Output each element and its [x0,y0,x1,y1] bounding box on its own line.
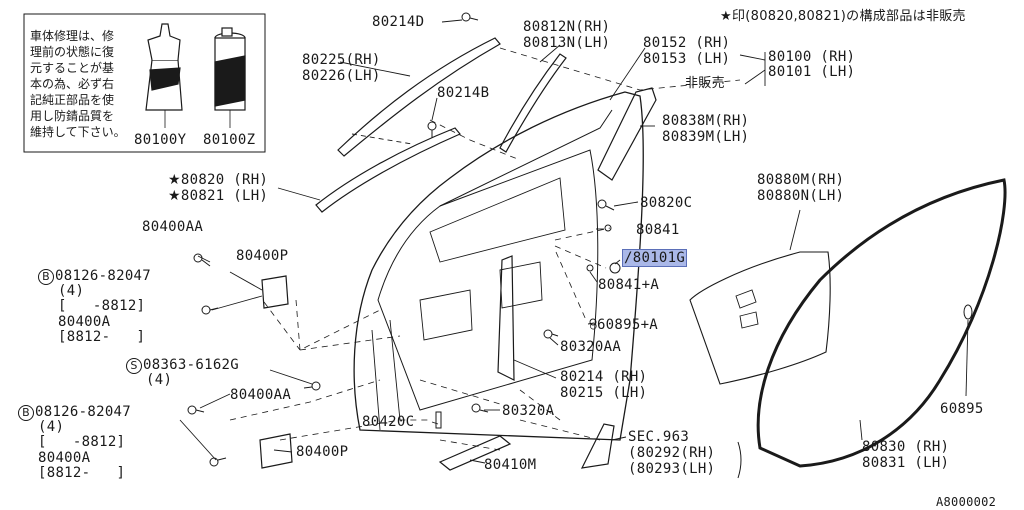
part-80214B[interactable]: 80214B [437,85,490,101]
part-80400A-bottom[interactable]: 80400A [38,450,91,466]
part-80841A[interactable]: 80841+A [598,277,660,293]
part-80812N[interactable]: 80812N(RH) [523,19,611,35]
leader-lines [179,19,969,464]
part-80214-rh[interactable]: 80214 (RH) [560,369,648,385]
part-80400A-top[interactable]: 80400A [58,314,111,330]
part-80100Y[interactable]: 80100Y [134,132,187,148]
range-bottom-2: [8812- ] [38,465,126,481]
part-80293[interactable]: (80293(LH) [628,461,716,477]
part-80400AA-top[interactable]: 80400AA [142,219,204,235]
non-sale-label: 非販売 [685,76,725,91]
sec963-bracket [580,423,615,469]
door-glass [689,251,831,385]
non-sale-legend: ★印(80820,80821)の構成部品は非販売 [720,9,966,24]
qty-bottom: (4) [38,419,65,435]
part-08126-82047-top[interactable]: 08126-82047 [55,268,152,284]
lower-hinge [259,433,293,469]
part-80420C[interactable]: 80420C [362,414,415,430]
part-80100[interactable]: 80100 (RH) [768,49,856,65]
part-80152[interactable]: 80152 (RH) [643,35,731,51]
assembly-guides [229,47,741,451]
part-80226[interactable]: 80226(LH) [302,68,381,84]
rear-sash-channel [497,255,515,381]
star-icon: ★ [168,172,181,188]
upper-hinge [261,275,289,309]
part-80813N[interactable]: 80813N(LH) [523,35,611,51]
part-80830[interactable]: 80830 (RH) [862,439,950,455]
part-80839M[interactable]: 80839M(LH) [662,129,750,145]
door-weatherstrip [756,178,1007,468]
bolt-b-icon: B [18,405,34,421]
bolts [187,12,973,467]
range-top-2: [8812- ] [58,329,146,345]
part-08363-6162G[interactable]: 08363-6162G [143,357,240,373]
repair-note-box [23,13,266,153]
qty-top: (4) [58,283,85,299]
qty-mid: (4) [146,372,173,388]
star-icon: ★ [168,188,181,204]
part-80101G-highlighted[interactable]: /80101G [622,249,688,267]
part-80820[interactable]: 80820 (RH) [180,172,269,188]
part-80225[interactable]: 80225(RH) [302,52,381,68]
sec-963-ref[interactable]: SEC.963 [628,429,690,445]
pillar-garnish [597,87,657,181]
part-80410M[interactable]: 80410M [484,457,537,473]
door-check-link [438,435,512,471]
range-bottom-1: [ -8812] [38,434,126,450]
part-80292[interactable]: (80292(RH) [628,445,716,461]
part-80214D[interactable]: 80214D [372,14,425,30]
part-80841[interactable]: 80841 [636,222,680,238]
part-80215-lh[interactable]: 80215 (LH) [560,385,648,401]
part-80153[interactable]: 80153 (LH) [643,51,731,67]
part-08126-82047-bottom[interactable]: 08126-82047 [35,404,132,420]
part-80101[interactable]: 80101 (LH) [768,64,856,80]
spray-can-illustration [214,27,246,128]
outer-molding-strip [337,37,501,157]
screw-s-icon: S [126,358,142,374]
part-80831[interactable]: 80831 (LH) [862,455,950,471]
part-60895[interactable]: 60895 [940,401,984,417]
sealant-tube-illustration [145,23,183,128]
part-80400P-bottom[interactable]: 80400P [296,444,349,460]
part-80320AA[interactable]: 80320AA [560,339,622,355]
paren-bracket [737,441,742,479]
part-80320A[interactable]: 80320A [502,403,555,419]
part-80880N[interactable]: 80880N(LH) [757,188,845,204]
range-top-1: [ -8812] [58,298,146,314]
part-80400P-top[interactable]: 80400P [236,248,289,264]
repair-note-text: 車体修理は、修 理前の状態に復 元することが基 本の為、必ず右 記純正部品を使 … [30,29,126,139]
belt-molding-strip [315,127,461,213]
sash-strip [499,53,567,153]
part-80400AA-mid[interactable]: 80400AA [230,387,292,403]
part-80820C[interactable]: 80820C [640,195,693,211]
part-80880M[interactable]: 80880M(RH) [757,172,845,188]
diagram-code: A8000002 [936,495,997,509]
part-80821[interactable]: 80821 (LH) [180,188,269,204]
bolt-b-icon: B [38,269,54,285]
part-80100Z[interactable]: 80100Z [203,132,256,148]
part-60895A[interactable]: 60895+A [596,317,659,333]
part-80838M[interactable]: 80838M(RH) [662,113,750,129]
